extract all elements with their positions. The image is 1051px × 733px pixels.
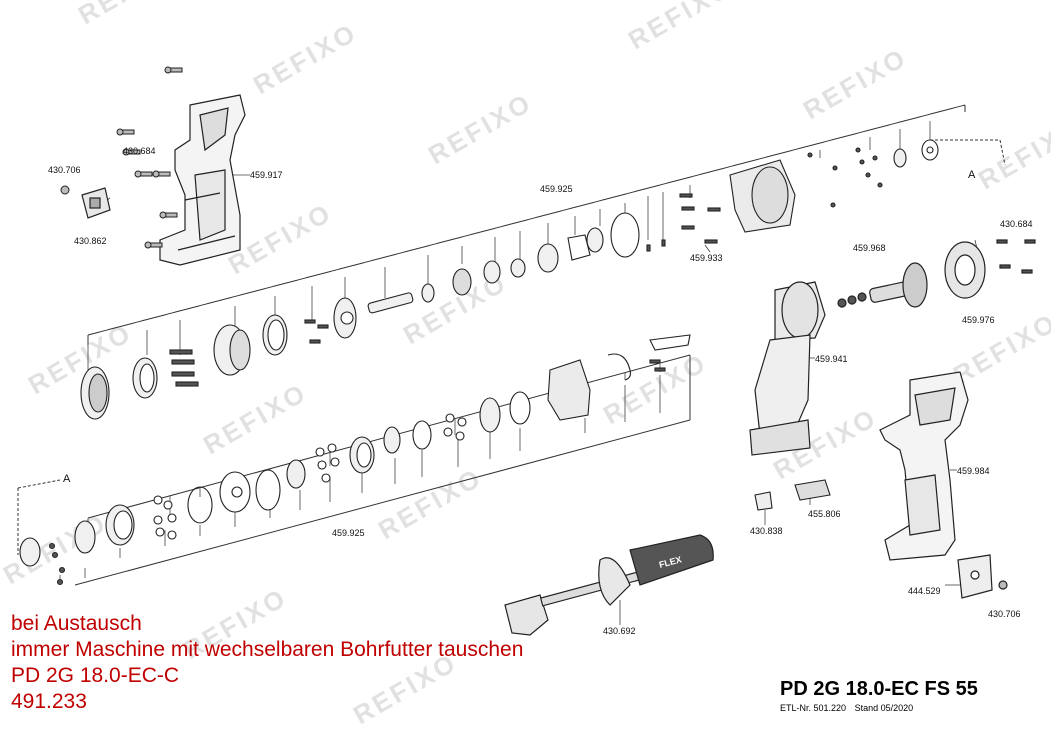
- housing-right-half: [879, 371, 969, 561]
- model-title: PD 2G 18.0-EC FS 55: [780, 678, 978, 700]
- watermark: REFIXO: [373, 462, 487, 545]
- connection-marker-a: A: [968, 169, 976, 181]
- part-label: 459.976: [962, 315, 995, 325]
- motor-assembly: [749, 239, 1036, 456]
- replacement-note-line: immer Maschine mit wechselbaren Bohrfutt…: [11, 638, 524, 661]
- upper-gearbox-parts: [80, 139, 939, 420]
- part-label: 430.862: [74, 236, 107, 246]
- title-block: PD 2G 18.0-EC FS 55 ETL-Nr. 501.220 Stan…: [780, 678, 978, 713]
- replacement-note-line: PD 2G 18.0-EC-C: [11, 664, 180, 687]
- connection-marker-a: A: [63, 473, 71, 485]
- part-label: 459.941: [815, 354, 848, 364]
- small-parts-mid: [754, 479, 831, 511]
- replacement-note-line: 491.233: [11, 690, 87, 713]
- part-label: 455.806: [808, 509, 841, 519]
- part-label: 459.984: [957, 466, 990, 476]
- part-label: 430.684: [123, 146, 156, 156]
- part-label: 459.933: [690, 253, 723, 263]
- part-labels: 430.706 430.684 459.917 430.862 459.925 …: [48, 146, 1033, 636]
- part-label: 430.706: [48, 165, 81, 175]
- watermark: REFIXO: [973, 112, 1051, 195]
- lower-planetary-parts: [19, 334, 691, 586]
- watermark: REFIXO: [248, 17, 362, 100]
- part-label: 430.684: [1000, 219, 1033, 229]
- part-label: 459.925: [540, 184, 573, 194]
- watermark: REFIXO: [423, 87, 537, 170]
- watermark: REFIXO: [0, 507, 112, 590]
- part-label: 459.925: [332, 528, 365, 538]
- screws-left: [60, 66, 183, 249]
- part-label: 430.838: [750, 526, 783, 536]
- watermark: REFIXO: [198, 377, 312, 460]
- replacement-note-line: bei Austausch: [11, 612, 142, 635]
- watermark: REFIXO: [798, 42, 912, 125]
- side-handle: FLEX: [504, 534, 714, 636]
- watermark: REFIXO: [23, 317, 137, 400]
- etl-line: ETL-Nr. 501.220 Stand 05/2020: [780, 703, 978, 713]
- part-label: 444.529: [908, 586, 941, 596]
- belt-clip: [957, 554, 1008, 599]
- switch-block: [81, 187, 111, 219]
- etl-number: ETL-Nr. 501.220: [780, 703, 847, 713]
- part-label: 430.706: [988, 609, 1021, 619]
- assembly-frame: [17, 104, 1006, 586]
- watermark: REFIXO: [623, 0, 737, 55]
- watermark: REFIXO: [73, 0, 187, 30]
- part-label: 459.968: [853, 243, 886, 253]
- housing-left-half: [159, 94, 246, 266]
- part-label: 430.692: [603, 626, 636, 636]
- watermark: REFIXO: [598, 347, 712, 430]
- revision-date: Stand 05/2020: [854, 703, 914, 713]
- part-label: 459.917: [250, 170, 283, 180]
